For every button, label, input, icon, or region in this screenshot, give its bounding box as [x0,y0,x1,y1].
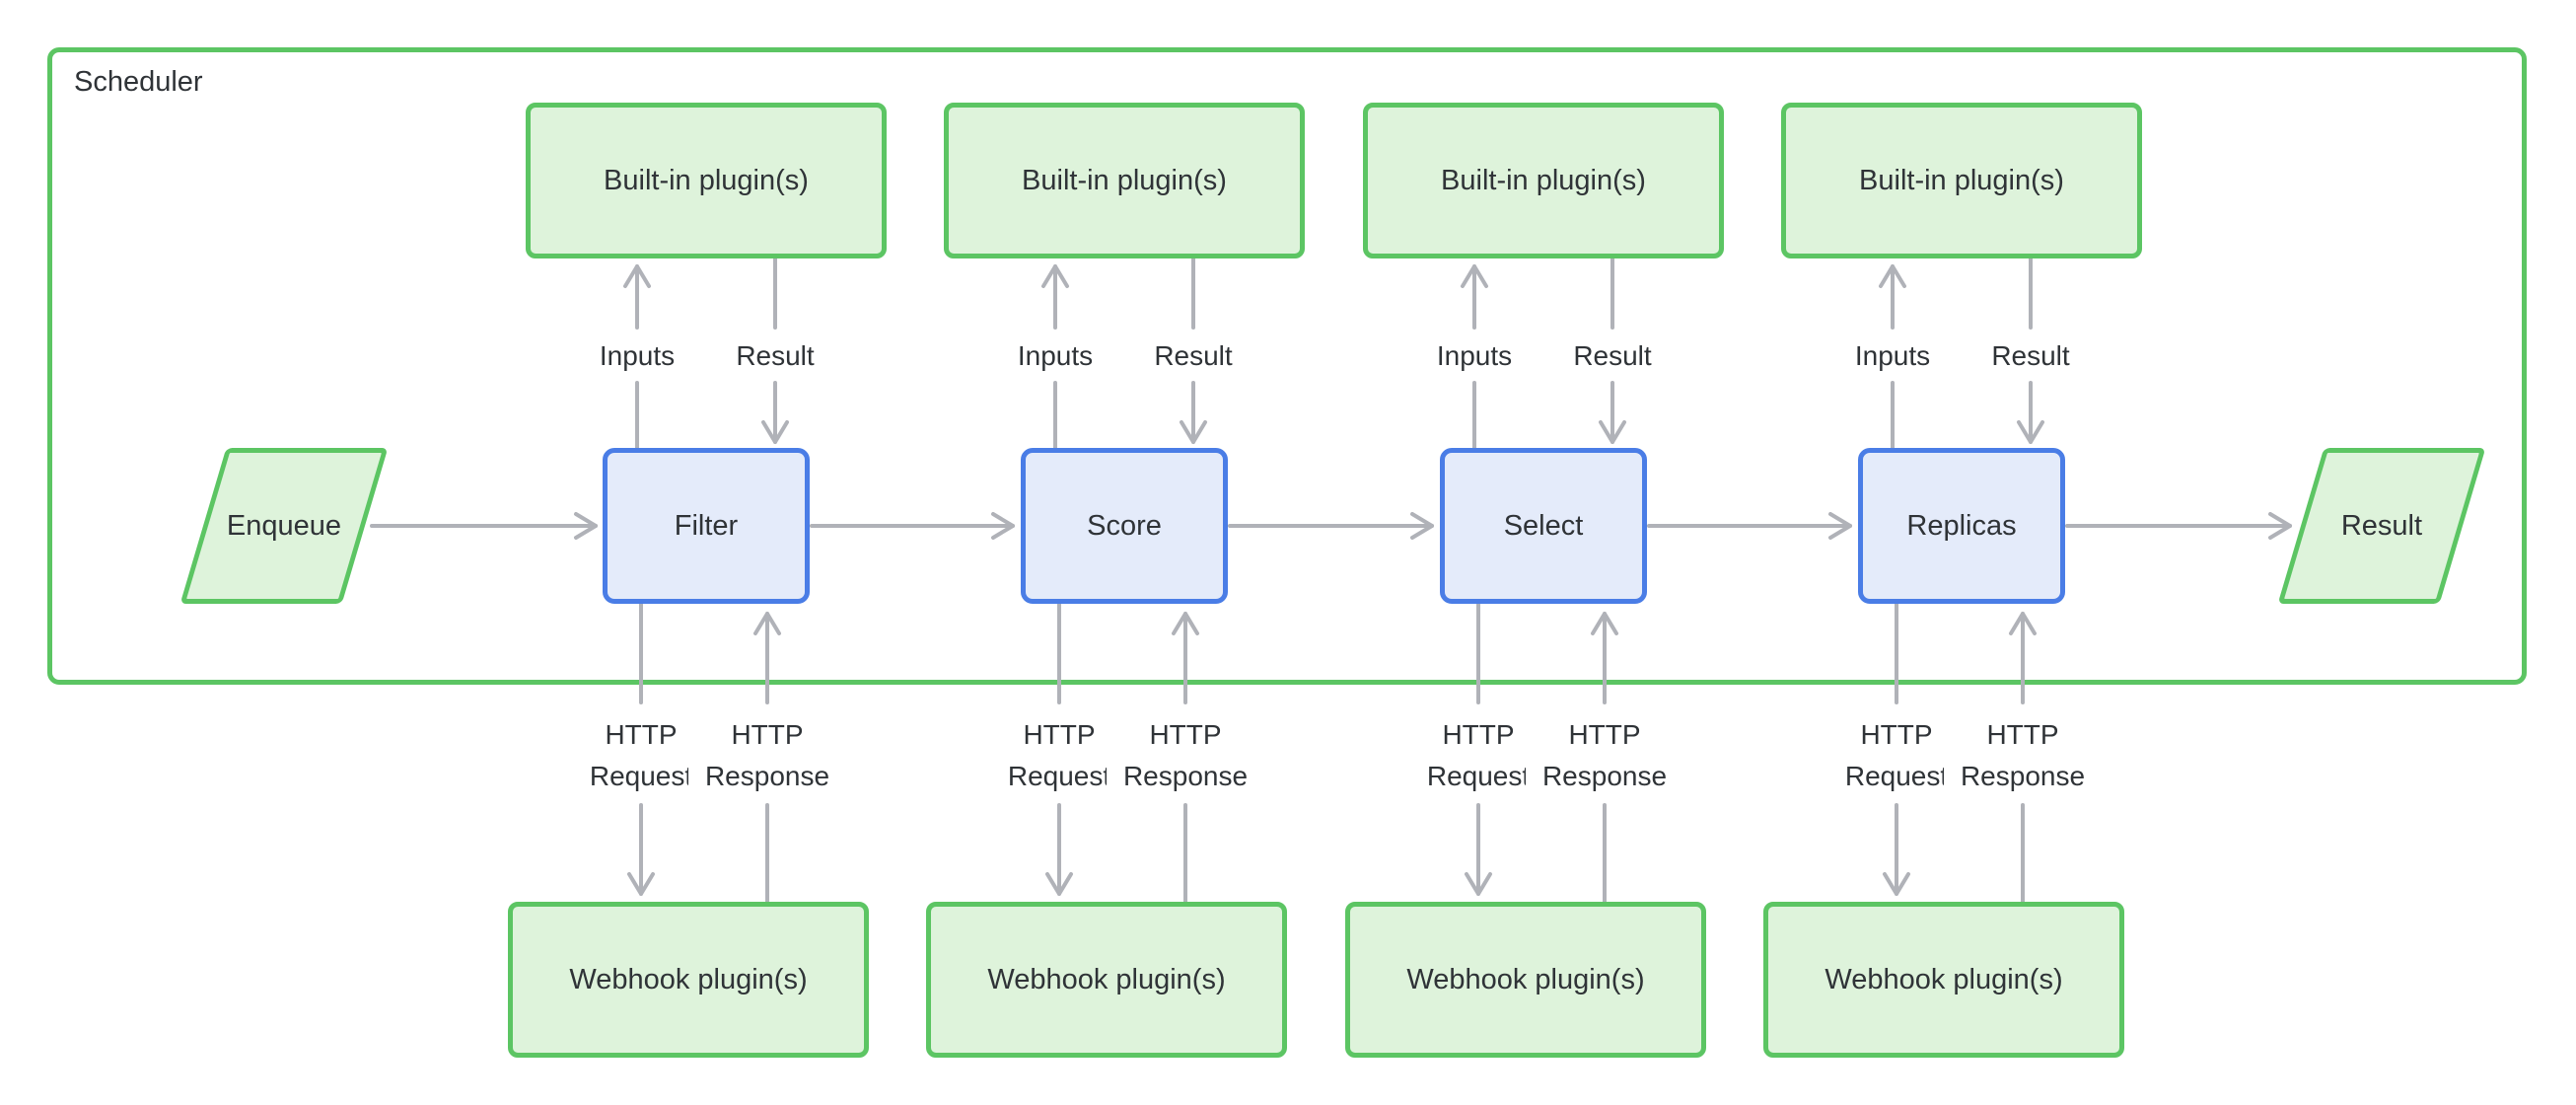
result-node-label: Result [2340,509,2423,542]
builtin-plugins-label: Built-in plugin(s) [1859,164,2064,196]
stage-node-score: Score [1021,448,1228,604]
enqueue-node-label: Enqueue [226,509,342,542]
inputs-edge-label: Inputs [578,335,696,377]
builtin-plugins-node-replicas: Built-in plugin(s) [1781,103,2142,258]
http-response-edge-label: HTTP Response [1944,714,2102,797]
inputs-edge-label: Inputs [996,335,1114,377]
result-edge-label: Result [1553,335,1672,377]
stage-label: Replicas [1906,509,2017,542]
stage-label: Filter [674,509,739,542]
stage-node-replicas: Replicas [1858,448,2065,604]
builtin-plugins-node-select: Built-in plugin(s) [1363,103,1724,258]
builtin-plugins-node-score: Built-in plugin(s) [944,103,1305,258]
scheduler-container-label: Scheduler [74,66,203,98]
stage-label: Score [1087,509,1162,542]
builtin-plugins-label: Built-in plugin(s) [604,164,809,196]
inputs-edge-label: Inputs [1415,335,1534,377]
http-response-edge-label: HTTP Response [688,714,846,797]
webhook-plugins-label: Webhook plugin(s) [1825,963,2063,995]
result-edge-label: Result [716,335,834,377]
webhook-plugins-label: Webhook plugin(s) [569,963,808,995]
builtin-plugins-label: Built-in plugin(s) [1022,164,1227,196]
webhook-plugins-node-replicas: Webhook plugin(s) [1763,902,2124,1058]
webhook-plugins-label: Webhook plugin(s) [1406,963,1645,995]
stage-label: Select [1503,509,1584,542]
webhook-plugins-label: Webhook plugin(s) [987,963,1226,995]
inputs-edge-label: Inputs [1833,335,1952,377]
http-response-edge-label: HTTP Response [1526,714,1683,797]
builtin-plugins-label: Built-in plugin(s) [1441,164,1646,196]
webhook-plugins-node-filter: Webhook plugin(s) [508,902,869,1058]
webhook-plugins-node-score: Webhook plugin(s) [926,902,1287,1058]
webhook-plugins-node-select: Webhook plugin(s) [1345,902,1706,1058]
builtin-plugins-node-filter: Built-in plugin(s) [526,103,887,258]
result-edge-label: Result [1971,335,2090,377]
stage-node-filter: Filter [603,448,810,604]
http-response-edge-label: HTTP Response [1107,714,1264,797]
stage-node-select: Select [1440,448,1647,604]
result-edge-label: Result [1134,335,1252,377]
